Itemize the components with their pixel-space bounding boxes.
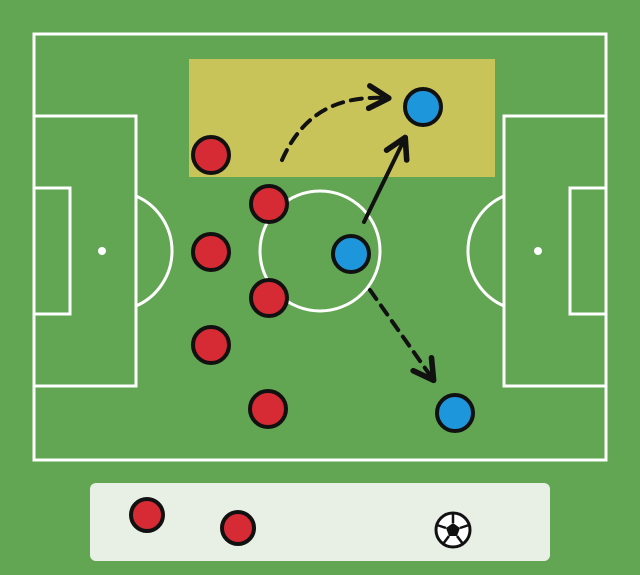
- red-player[interactable]: [248, 389, 288, 429]
- red-player[interactable]: [191, 232, 231, 272]
- legend-panel: [90, 483, 550, 561]
- left-goal-area: [32, 186, 72, 316]
- highlight-zone: [189, 59, 495, 177]
- left-penalty-arc: [135, 194, 174, 308]
- red-player-icon[interactable]: [129, 497, 165, 533]
- right-penalty-spot: [534, 247, 542, 255]
- center-circle: [258, 189, 382, 313]
- diagonal-arrow: [368, 288, 437, 384]
- red-player-icon[interactable]: [220, 510, 256, 546]
- soccer-pitch: [32, 32, 608, 462]
- blue-player-center[interactable]: [331, 234, 371, 274]
- blue-player-target-bottom[interactable]: [435, 393, 475, 433]
- right-goal-area: [568, 186, 608, 316]
- red-player[interactable]: [249, 184, 289, 224]
- red-player[interactable]: [191, 135, 231, 175]
- pass-arrow: [362, 134, 410, 224]
- right-penalty-arc: [466, 194, 505, 308]
- red-player[interactable]: [191, 325, 231, 365]
- soccer-ball-icon[interactable]: [433, 510, 473, 550]
- blue-player-target-top[interactable]: [403, 87, 443, 127]
- left-penalty-spot: [98, 247, 106, 255]
- red-player[interactable]: [249, 278, 289, 318]
- run-arrow: [280, 83, 392, 162]
